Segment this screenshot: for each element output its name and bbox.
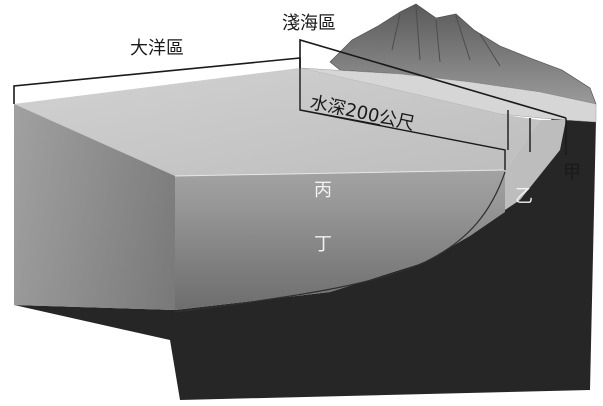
label-zone-a: 甲 (563, 164, 581, 182)
label-zone-b: 乙 (515, 188, 533, 206)
label-shallow-zone: 淺海區 (282, 15, 336, 33)
label-zone-d: 丁 (314, 236, 332, 254)
label-zone-c: 丙 (314, 182, 332, 200)
label-ocean-zone: 大洋區 (130, 40, 184, 58)
